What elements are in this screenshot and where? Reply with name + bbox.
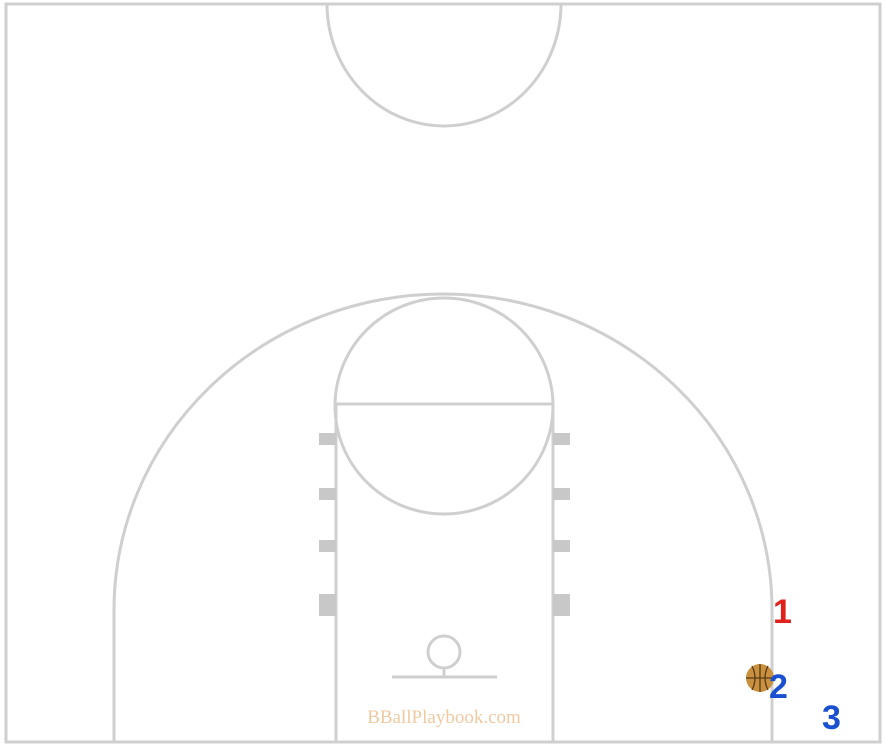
lane-block-left-3 <box>319 540 336 552</box>
watermark: BBallPlaybook.com <box>367 707 521 728</box>
player-2: 2 <box>769 668 788 706</box>
lane-block-left-2 <box>319 488 336 500</box>
lane-block-right-1 <box>553 433 570 445</box>
basketball-icon <box>746 664 774 692</box>
lane-block-right-3 <box>553 540 570 552</box>
lane-block-right-2 <box>553 488 570 500</box>
three-point-line <box>112 292 774 742</box>
player-3: 3 <box>822 699 841 737</box>
player-1: 1 <box>773 593 792 631</box>
free-throw-circle <box>333 296 555 516</box>
lane-block-left-4 <box>319 594 336 616</box>
lane-block-left-1 <box>319 433 336 445</box>
rim <box>426 634 462 670</box>
court-boundary <box>4 2 882 744</box>
center-circle <box>325 3 563 128</box>
lane-block-right-4 <box>553 594 570 616</box>
